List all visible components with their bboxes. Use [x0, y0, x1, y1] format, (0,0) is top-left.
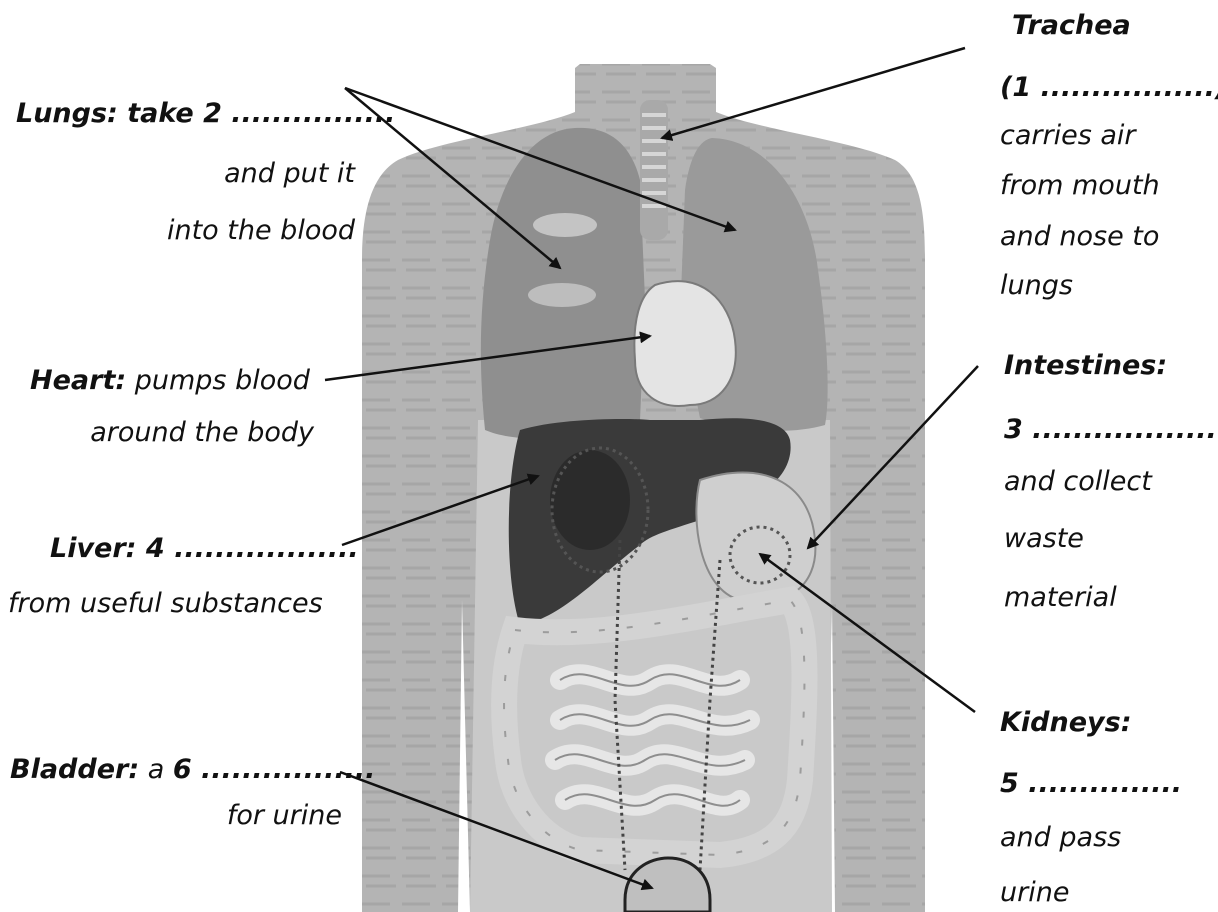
trachea-line5: and nose to [1000, 221, 1159, 253]
lung-left-highlight-2 [528, 283, 596, 307]
liver-label-line2: from useful substances [8, 588, 323, 620]
liver-shading [550, 450, 630, 550]
heart-title: Heart: [30, 365, 126, 396]
lung-left-highlight [533, 213, 597, 237]
heart-label-line2: around the body [90, 417, 314, 449]
bladder-label-line2: for urine [227, 800, 342, 832]
bladder-blank: 6 ................. [173, 754, 376, 785]
lungs-blank: take 2 ................ [118, 98, 396, 129]
kidneys-line3: and pass [1000, 822, 1121, 854]
trachea-line6: lungs [1000, 270, 1073, 302]
intestines-line5: material [1004, 582, 1117, 614]
bladder-label-line1: Bladder: a 6 ................. [10, 754, 375, 786]
liver-blank: 4 .................. [136, 533, 358, 564]
lungs-label-line2: and put it [224, 158, 355, 190]
trachea-title: Trachea [1012, 10, 1131, 42]
lungs-title: Lungs: [16, 98, 118, 129]
liver-title: Liver: [50, 533, 136, 564]
intestines-line3: and collect [1004, 466, 1152, 498]
trachea-blank: (1 .................): [1000, 72, 1218, 104]
intestines-blank: 3 .................... [1004, 414, 1218, 446]
trachea [640, 100, 668, 240]
trachea-line4: from mouth [1000, 170, 1160, 202]
heart-label-line1: Heart: pumps blood [30, 365, 310, 397]
trachea-line3: carries air [1000, 120, 1136, 152]
liver-label-line1: Liver: 4 .................. [50, 533, 359, 565]
lungs-label-line1: Lungs: take 2 ................ [16, 98, 395, 130]
bladder-title: Bladder: [10, 754, 139, 785]
kidneys-line4: urine [1000, 877, 1069, 909]
kidneys-blank: 5 ............... [1000, 768, 1182, 800]
intestines-line4: waste [1004, 523, 1084, 555]
intestines-title: Intestines: [1004, 350, 1167, 382]
kidneys-title: Kidneys: [1000, 707, 1132, 739]
heart-desc: pumps blood [126, 365, 310, 396]
bladder-a: a [139, 754, 173, 785]
lungs-label-line3: into the blood [167, 215, 355, 247]
